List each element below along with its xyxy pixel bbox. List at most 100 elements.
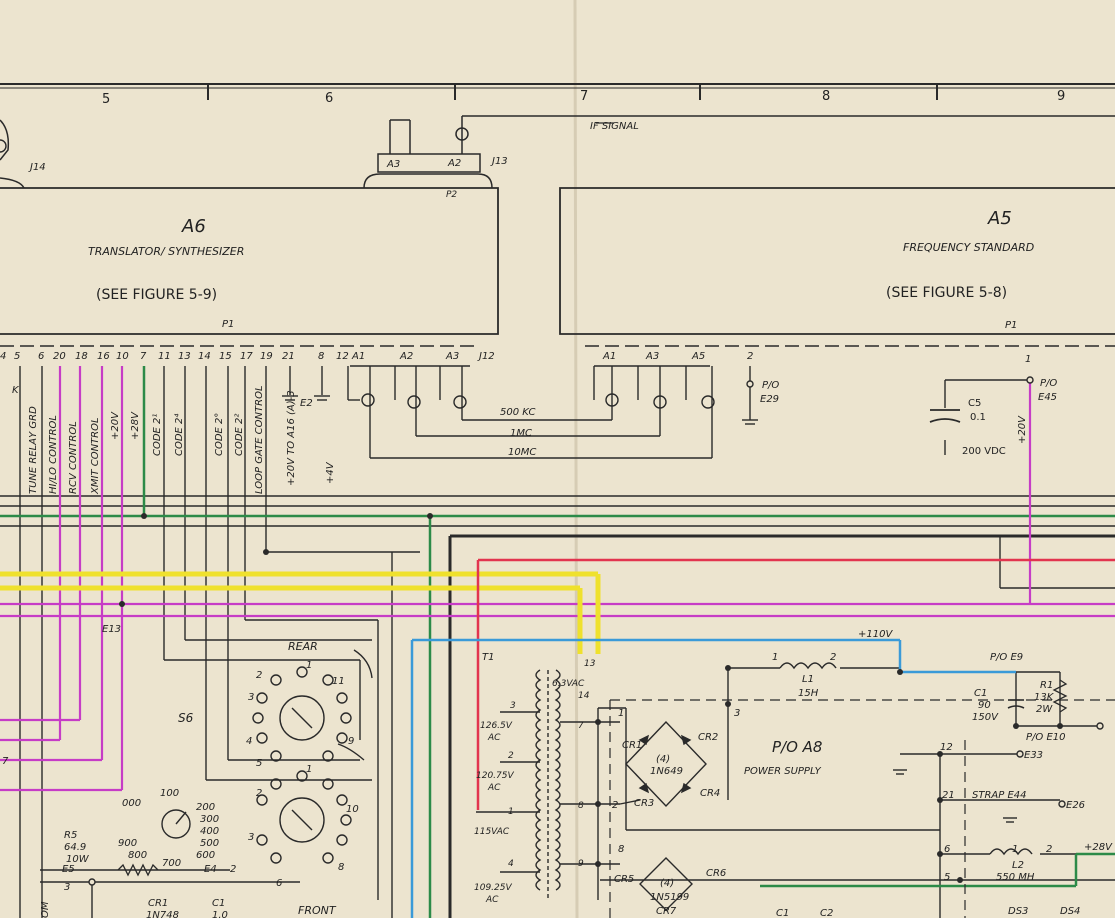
bottom-cr1: CR1	[148, 898, 168, 909]
t1-labels: T1 6.3VAC 13 14 3 2 1 4 7 8 9 126.5V AC …	[474, 652, 596, 905]
t1-v1: 115VAC	[474, 827, 510, 837]
l1-pin-1: 1	[772, 652, 778, 663]
a8-boundary	[609, 699, 1115, 918]
r1-ref: R1	[1040, 680, 1053, 691]
dial-value: 900	[118, 838, 137, 849]
resistor-r5	[117, 863, 159, 877]
dial-values: 100 200 300 400 500 600 700 800 900 000	[118, 788, 219, 869]
t1-v2-ac: AC	[487, 783, 501, 793]
a6-pin: 8	[318, 351, 324, 362]
a6-pin: 14	[198, 351, 211, 362]
terminal-e10: P/O E10	[1026, 732, 1066, 743]
a6-pin: 17	[240, 351, 253, 362]
dial-value: 200	[196, 802, 215, 813]
terminal-e5: E5	[62, 864, 75, 875]
t1-pin-13: 13	[584, 659, 596, 669]
power-supply-labels: 1 2 L1 15H C1 90 150V R1 13K 2W P/O A8 P…	[612, 652, 1113, 917]
r1-value: 13K	[1034, 692, 1055, 703]
ds4: DS4	[1060, 906, 1080, 917]
signal-plus20v-to-a16: +20V TO A16 (A)-3	[286, 390, 297, 486]
col-9: 9	[1057, 89, 1065, 104]
signal-code-2-2: CODE 2²	[234, 414, 245, 456]
connector-j14	[0, 119, 25, 189]
c5-ref: C5	[968, 398, 981, 409]
s6-rear-pin: 5	[256, 758, 262, 769]
terminal-e4-pin: 2	[230, 864, 236, 875]
a6-pin: 19	[260, 351, 273, 362]
switch-s6	[252, 649, 373, 864]
signal-labels: K 500 KC 1MC 10MC +110V	[12, 385, 893, 640]
cr3: CR3	[634, 798, 654, 809]
dial-value: 800	[128, 850, 147, 861]
dial-value: 300	[200, 814, 219, 825]
t1-pin: 7	[578, 721, 584, 731]
t1-pin: 1	[508, 807, 514, 817]
j13-plug: P2	[446, 190, 457, 200]
signal-hi-lo-control: HI/LO CONTROL	[48, 415, 59, 494]
dial-value: 400	[200, 826, 219, 837]
transformer-t1	[476, 669, 561, 900]
t1-v2: 120.75V	[476, 771, 514, 781]
signal-code-2-1: CODE 2¹	[152, 414, 163, 456]
signal-tune-relay-grd: TUNE RELAY GRD	[28, 406, 39, 494]
s6-front-pin: 2	[256, 788, 262, 799]
a8-title: POWER SUPPLY	[744, 766, 822, 777]
node-pin-5: 5	[944, 872, 950, 883]
t1-pin: 4	[508, 859, 514, 869]
l2-ref: L2	[1012, 860, 1024, 871]
a6-pin: 15	[219, 351, 232, 362]
l2-pin-1: 1	[1012, 844, 1018, 855]
s6-rear-pin: 11	[332, 676, 345, 687]
bridge-rectifier	[625, 720, 707, 911]
s6-front-pin: 3	[248, 832, 254, 843]
a8-ref: P/O A8	[772, 738, 822, 756]
a6-pin-row: 4 5 6 20 18 16 10 7 11 13 14 15 17 19 21…	[0, 351, 459, 362]
signal-plus20v: +20V	[110, 411, 121, 440]
signal-rcv-control: RCV CONTROL	[68, 421, 79, 494]
s6-labels: S6 REAR FRONT 3 2 4 5 11 9 1 2 3 10 6 8 …	[178, 640, 359, 917]
terminal-e33: E33	[1024, 750, 1043, 761]
signal-plus28v: +28V	[130, 411, 141, 440]
a6-pin: 7	[140, 351, 147, 362]
bottom-cr1-part: 1N748	[146, 910, 179, 918]
j13-pin-a2: A2	[447, 158, 461, 169]
a6-pin: 11	[158, 351, 171, 362]
a5-pin-row: A1 A3 A5 2 1	[602, 351, 1031, 365]
bottom-c1b: C1	[776, 908, 789, 918]
module-a6: A6 TRANSLATOR/ SYNTHESIZER (SEE FIGURE 5…	[0, 187, 499, 362]
s6-front-pin: 8	[338, 862, 344, 873]
paper-fold	[573, 0, 579, 918]
signal-xmit-control: XMIT CONTROL	[90, 417, 101, 495]
s6-ref: S6	[178, 711, 194, 725]
col-5: 5	[102, 92, 110, 107]
t1-v3: 126.5V	[480, 721, 513, 731]
a5-pin: 2	[747, 351, 753, 362]
signal-loop-gate-control: LOOP GATE CONTROL	[254, 385, 265, 494]
ds3: DS3	[1008, 906, 1028, 917]
red-wiring	[476, 558, 1115, 810]
inductor-l2	[989, 848, 1033, 856]
column-labels: 5 6 7 8 9	[102, 89, 1065, 107]
s6-rear-pin: 9	[348, 736, 354, 747]
strap-e44: STRAP E44	[972, 790, 1027, 801]
bridge-top-count: (4)	[656, 754, 670, 765]
a5-pin: 1	[1025, 354, 1031, 365]
dial-indicator	[161, 809, 191, 839]
signal-plus20v-right: +20V	[1017, 415, 1028, 444]
c1-value: 90	[978, 700, 991, 711]
terminal-circles	[88, 376, 1104, 886]
c1-ref: C1	[974, 688, 987, 699]
bridge-bottom-count: (4)	[660, 878, 674, 889]
signal-1mc: 1MC	[510, 428, 532, 439]
node-pin-3: 3	[734, 708, 740, 719]
terminal-pin7: 7	[2, 756, 9, 767]
col-8: 8	[822, 89, 830, 104]
j14-ref: J14	[28, 162, 46, 173]
a6-ref: A6	[181, 216, 206, 237]
junction-dots	[119, 513, 1063, 883]
l2-pin-2: 2	[1046, 844, 1052, 855]
a6-pin: 21	[282, 351, 295, 362]
t1-pin-14: 14	[578, 691, 590, 701]
j13-ref: J13	[490, 156, 508, 167]
